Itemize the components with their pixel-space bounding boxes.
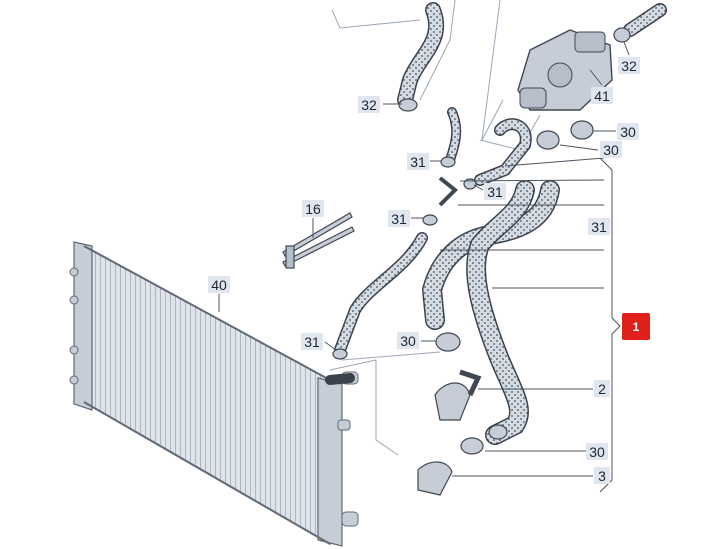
callout-label: 31 bbox=[304, 334, 320, 350]
callout-label: 32 bbox=[361, 97, 377, 113]
callout-label: 40 bbox=[211, 277, 227, 293]
cable-ties bbox=[282, 212, 355, 269]
callout-31-a[interactable]: 31 bbox=[407, 153, 429, 170]
callout-label: 30 bbox=[620, 124, 636, 140]
callout-label: 30 bbox=[400, 333, 416, 349]
callout-label: 41 bbox=[594, 88, 610, 104]
callout-label: 30 bbox=[589, 444, 605, 460]
group-bracket bbox=[599, 157, 621, 493]
callout-40[interactable]: 40 bbox=[208, 276, 230, 293]
callout-label: 31 bbox=[391, 211, 407, 227]
callout-label: 30 bbox=[603, 142, 619, 158]
callout-3[interactable]: 3 bbox=[594, 467, 610, 484]
callout-32-upper-left[interactable]: 32 bbox=[358, 96, 380, 113]
callout-label: 31 bbox=[487, 184, 503, 200]
callout-label: 32 bbox=[621, 58, 637, 74]
thermostat-housing bbox=[517, 29, 613, 111]
callout-31-c[interactable]: 31 bbox=[388, 210, 410, 227]
callout-32-upper-right[interactable]: 32 bbox=[618, 57, 640, 74]
callout-31-e[interactable]: 31 bbox=[301, 333, 323, 350]
callout-16[interactable]: 16 bbox=[302, 200, 324, 217]
callout-label: 16 bbox=[305, 201, 321, 217]
callout-label: 31 bbox=[591, 219, 607, 235]
group-badge-label: 1 bbox=[633, 320, 640, 334]
callout-label: 3 bbox=[598, 468, 606, 484]
callout-label: 31 bbox=[410, 154, 426, 170]
callout-31-d[interactable]: 31 bbox=[588, 218, 610, 235]
leader-lines bbox=[218, 41, 630, 477]
callout-30-top[interactable]: 30 bbox=[617, 123, 639, 140]
group-1-badge[interactable]: 1 bbox=[622, 313, 650, 340]
clamps bbox=[332, 27, 631, 496]
assembly-lines bbox=[329, 0, 541, 456]
callout-2[interactable]: 2 bbox=[594, 380, 610, 397]
callout-30-bottom[interactable]: 30 bbox=[586, 443, 608, 460]
hoses bbox=[325, 2, 667, 445]
callout-label: 2 bbox=[598, 381, 606, 397]
callout-31-b[interactable]: 31 bbox=[484, 183, 506, 200]
callout-30-second[interactable]: 30 bbox=[600, 141, 622, 158]
callout-41[interactable]: 41 bbox=[591, 87, 613, 104]
callout-30-mid[interactable]: 30 bbox=[397, 332, 419, 349]
